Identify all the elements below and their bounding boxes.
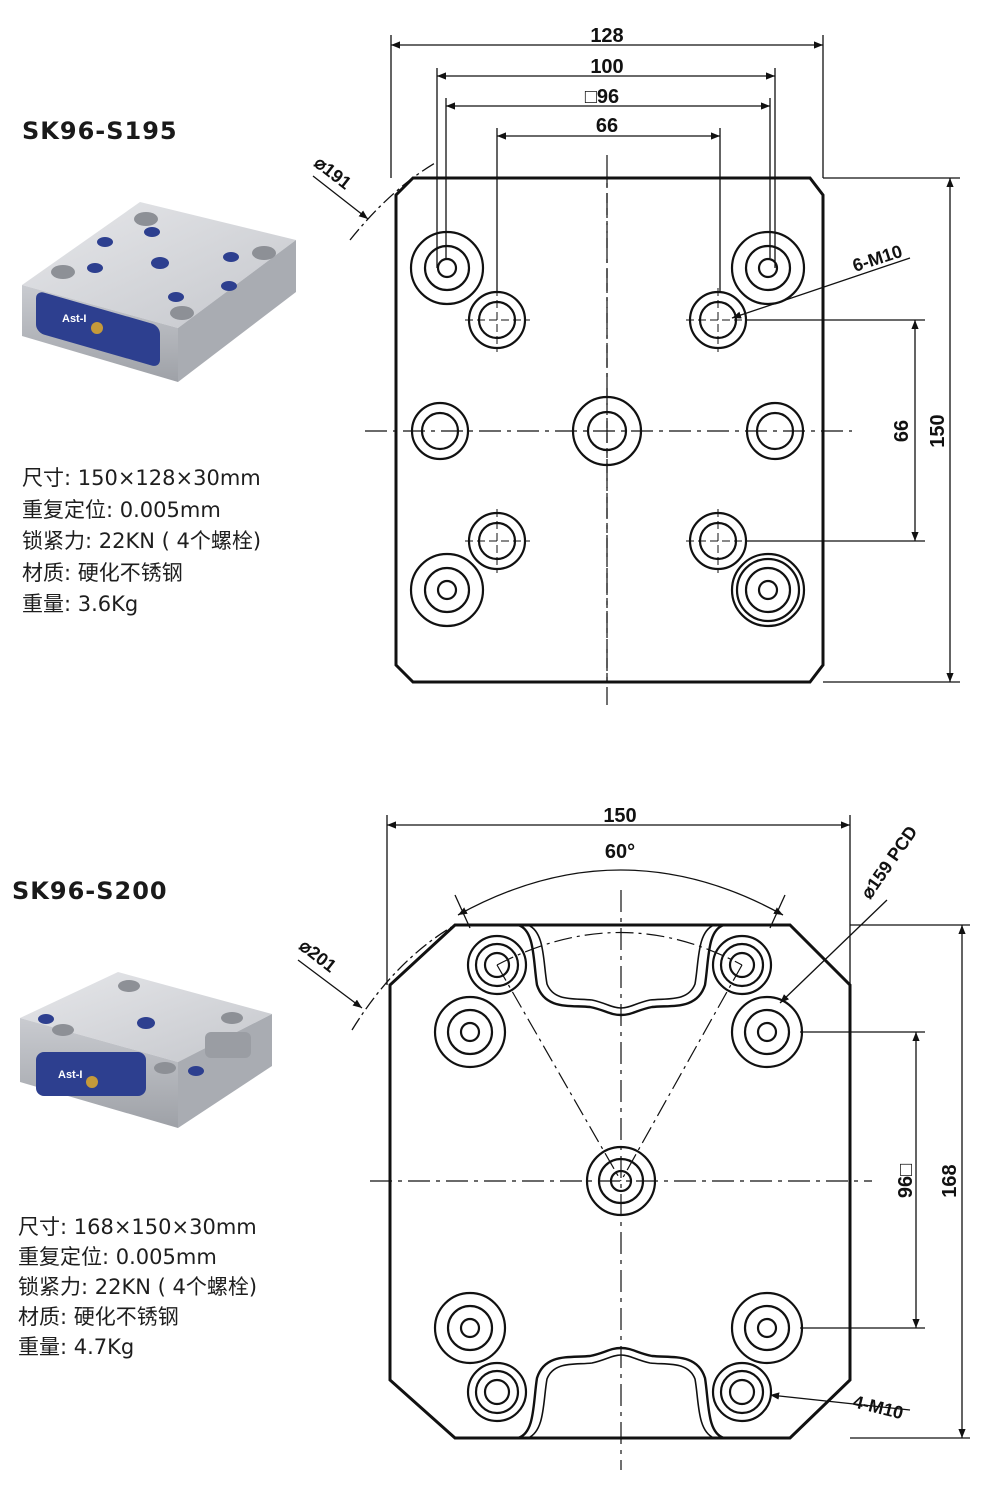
- spec-repeatability: 重复定位: 0.005mm: [22, 497, 221, 522]
- dimension-lines: [312, 35, 960, 683]
- spec-size: 尺寸: 168×150×30mm: [18, 1215, 257, 1239]
- spec-material: 材质: 硬化不锈钢: [22, 560, 183, 585]
- brand-text: Ast-I: [58, 1069, 82, 1081]
- dim-96-square: □96: [585, 86, 619, 108]
- dimension-lines: [297, 815, 970, 1439]
- product-2-specs: 尺寸: 168×150×30mm 重复定位: 0.005mm 锁紧力: 22KN…: [18, 1212, 257, 1362]
- diameter-label: ⌀191: [311, 152, 356, 193]
- thread-label: 4-M10: [851, 1391, 905, 1423]
- dim-66: 66: [596, 115, 618, 137]
- dim-66-vertical: 66: [891, 420, 913, 442]
- spec-clamping-force: 锁紧力: 22KN ( 4个螺栓): [18, 1275, 258, 1299]
- dim-96-square: 96□: [895, 1164, 917, 1198]
- dim-128: 128: [590, 25, 623, 47]
- plate-outline: [388, 923, 852, 1440]
- product-2-photo: Ast-I: [20, 972, 272, 1128]
- dim-100: 100: [590, 56, 623, 78]
- brand-badge: [36, 1052, 146, 1096]
- spec-weight: 重量: 3.6Kg: [22, 592, 139, 616]
- product-1-title: SK96-S195: [22, 117, 178, 145]
- dim-60-degree: 60°: [605, 841, 635, 863]
- diameter-label: ⌀201: [296, 935, 341, 976]
- spec-material: 材质: 硬化不锈钢: [18, 1305, 179, 1329]
- dim-150: 150: [927, 414, 949, 447]
- product-2-title: SK96-S200: [12, 877, 168, 905]
- product-1-specs: 尺寸: 150×128×30mm 重复定位: 0.005mm 锁紧力: 22KN…: [22, 463, 261, 621]
- spec-size: 尺寸: 150×128×30mm: [22, 466, 261, 490]
- spec-repeatability: 重复定位: 0.005mm: [18, 1245, 217, 1269]
- brand-text: Ast-I: [62, 313, 86, 325]
- drawing-1: 128 100 □96 66 150 66 ⌀191 6-M10: [311, 25, 960, 705]
- pcd-label: ⌀159 PCD: [857, 822, 921, 902]
- plate-outline: [394, 176, 825, 684]
- spec-weight: 重量: 4.7Kg: [18, 1335, 135, 1359]
- spec-clamping-force: 锁紧力: 22KN ( 4个螺栓): [22, 529, 262, 553]
- product-1-photo: Ast-I: [22, 202, 296, 382]
- thread-label: 6-M10: [850, 241, 905, 276]
- dim-168: 168: [939, 1164, 961, 1197]
- dim-150: 150: [603, 805, 636, 827]
- drawing-2: 150 60° 168 96□ ⌀201 ⌀159 PCD 4-M10: [296, 805, 970, 1470]
